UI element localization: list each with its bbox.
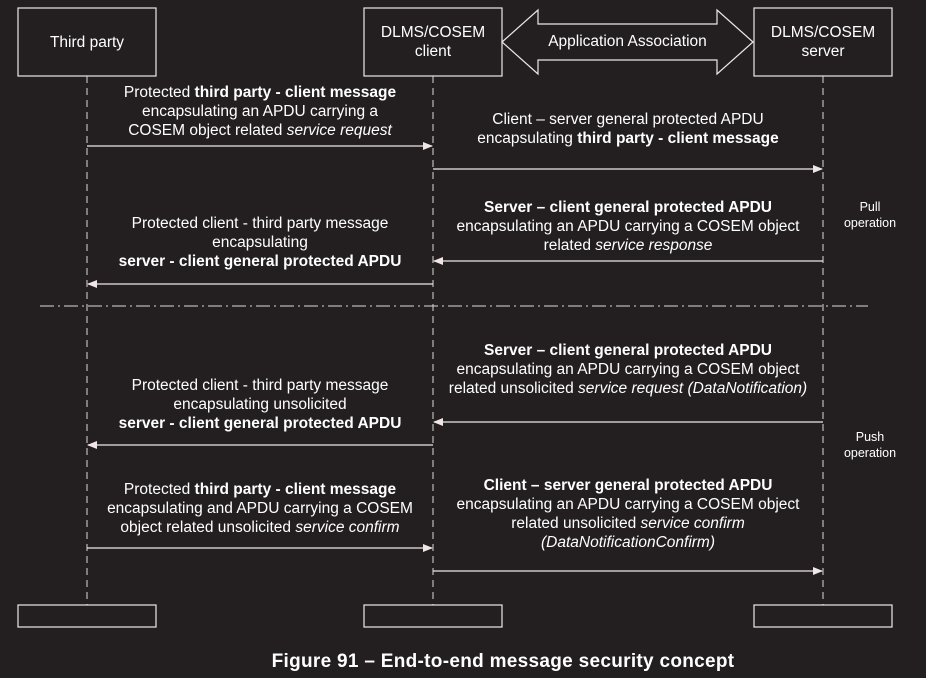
m5-text: related unsolicited bbox=[448, 380, 579, 397]
m1-text: COSEM object related bbox=[128, 122, 287, 139]
m8-italic: service confirm bbox=[640, 515, 745, 532]
m4-bold: server - client general protected APDU bbox=[118, 253, 402, 270]
m1-text: Protected bbox=[123, 84, 195, 101]
application-association-arrow bbox=[501, 8, 754, 76]
m8-text: encapsulating an APDU carrying a COSEM o… bbox=[456, 496, 800, 513]
m3-text: related bbox=[543, 237, 596, 254]
m3-text: encapsulating an APDU carrying a COSEM o… bbox=[456, 218, 800, 235]
server-label: DLMS/COSEM server bbox=[754, 23, 892, 61]
message-4-label: Protected client - third party message e… bbox=[87, 214, 433, 271]
m6-text: Protected client - third party message bbox=[131, 377, 389, 394]
m7-text: object related unsolicited bbox=[120, 519, 296, 536]
message-2-label: Client – server general protected APDU e… bbox=[433, 110, 823, 148]
m1-bold: third party - client message bbox=[194, 84, 397, 101]
m3-bold: Server – client general protected APDU bbox=[484, 199, 772, 216]
pull-label-line1: Pull bbox=[859, 200, 881, 214]
server-label-line1: DLMS/COSEM bbox=[770, 24, 876, 41]
m6-bold: server - client general protected APDU bbox=[118, 415, 402, 432]
client-label-line2: client bbox=[414, 43, 452, 60]
m5-italic: service request (DataNotification) bbox=[578, 380, 808, 397]
client-label-line1: DLMS/COSEM bbox=[380, 24, 486, 41]
third-party-label: Third party bbox=[49, 34, 125, 51]
m4-text: Protected client - third party message bbox=[131, 215, 389, 232]
message-1-label: Protected third party - client message e… bbox=[87, 83, 433, 140]
m5-text: encapsulating an APDU carrying a COSEM o… bbox=[456, 361, 800, 378]
client-bottom-box bbox=[363, 604, 503, 628]
application-association-label: Application Association bbox=[548, 33, 707, 50]
third-party-bottom-box bbox=[17, 604, 157, 628]
message-8-label: Client – server general protected APDU e… bbox=[433, 476, 823, 552]
m3-italic: service response bbox=[595, 237, 713, 254]
client-label: DLMS/COSEM client bbox=[364, 23, 502, 61]
m5-bold: Server – client general protected APDU bbox=[484, 342, 772, 359]
m8-bold: Client – server general protected APDU bbox=[483, 477, 773, 494]
m2-text: encapsulating bbox=[477, 130, 578, 147]
m6-text: encapsulating unsolicited bbox=[173, 396, 347, 413]
m1-italic: service request bbox=[286, 122, 392, 139]
m7-bold: third party - client message bbox=[194, 481, 397, 498]
pull-operation-label: Pull operation bbox=[832, 199, 908, 231]
message-3-label: Server – client general protected APDU e… bbox=[433, 198, 823, 255]
m8-italic: (DataNotificationConfirm) bbox=[541, 534, 715, 551]
m7-italic: service confirm bbox=[295, 519, 400, 536]
m7-text: encapsulating and APDU carrying a COSEM bbox=[107, 500, 413, 517]
message-6-label: Protected client - third party message e… bbox=[87, 376, 433, 433]
figure-caption: Figure 91 – End-to-end message security … bbox=[271, 651, 735, 672]
m7-text: Protected bbox=[123, 481, 195, 498]
m1-text: encapsulating an APDU carrying a bbox=[141, 103, 379, 120]
push-operation-label: Push operation bbox=[832, 429, 908, 461]
m4-text: encapsulating bbox=[212, 234, 308, 251]
push-label-line2: operation bbox=[843, 446, 897, 460]
message-7-label: Protected third party - client message e… bbox=[87, 480, 433, 537]
m2-text: Client – server general protected APDU bbox=[492, 111, 764, 128]
server-bottom-box bbox=[753, 604, 893, 628]
m2-bold: third party - client message bbox=[577, 130, 779, 147]
m8-text: related unsolicited bbox=[511, 515, 641, 532]
server-label-line2: server bbox=[801, 43, 845, 60]
push-label-line1: Push bbox=[855, 430, 885, 444]
message-5-label: Server – client general protected APDU e… bbox=[433, 341, 823, 398]
pull-label-line2: operation bbox=[843, 216, 897, 230]
